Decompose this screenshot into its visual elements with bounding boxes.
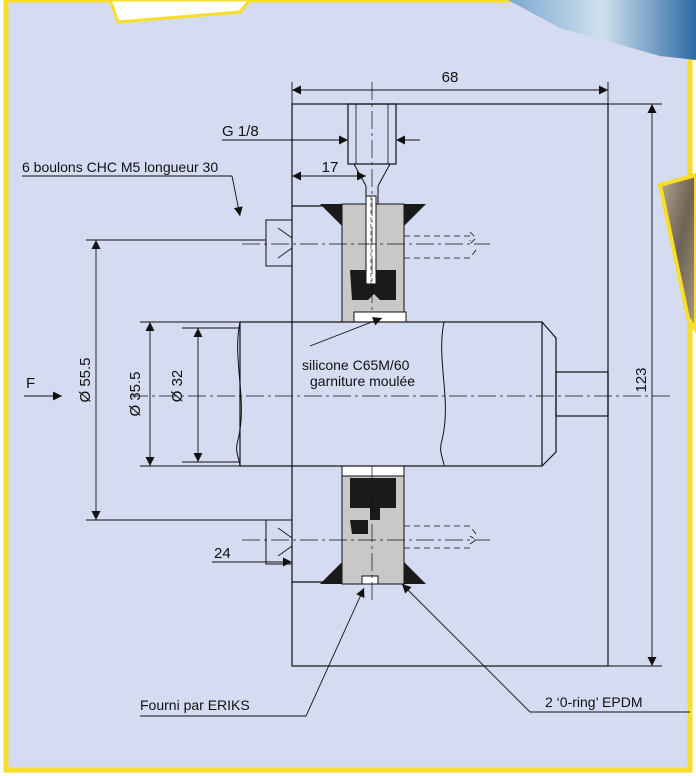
dim-17-label: 17 (322, 159, 339, 176)
orings-label: 2 ‘0-ring’ EPDM (545, 694, 643, 710)
photo-fragment-right (657, 172, 696, 334)
leader-lines (22, 175, 690, 717)
silicone-label-line1: silicone C65M/60 (302, 357, 410, 373)
dim-dia-35-label: Ø 35.5 (127, 371, 144, 416)
upper-seal (320, 195, 426, 323)
dim-24-label: 24 (214, 545, 231, 562)
dimension-lines (24, 82, 662, 667)
dim-thread-label: G 1/8 (222, 123, 259, 140)
dim-123-label: 123 (633, 367, 650, 392)
bolts-label: 6 boulons CHC M5 longueur 30 (22, 159, 218, 175)
photo-fragment-top (508, 0, 696, 60)
dim-68-label: 68 (442, 69, 459, 86)
dim-dia-32-label: Ø 32 (169, 370, 186, 403)
dim-dia-55-label: Ø 55.5 (77, 357, 94, 402)
silicone-label-line2: garniture moulée (310, 373, 415, 389)
force-label: F (26, 375, 35, 392)
bolt-upper (265, 219, 477, 267)
centre-lines (130, 82, 670, 600)
paper-tab (108, 0, 252, 24)
shaft (236, 321, 609, 467)
supplier-label: Fourni par ERIKS (140, 697, 250, 713)
lower-seal (320, 465, 426, 585)
bolt-lower (265, 519, 477, 565)
